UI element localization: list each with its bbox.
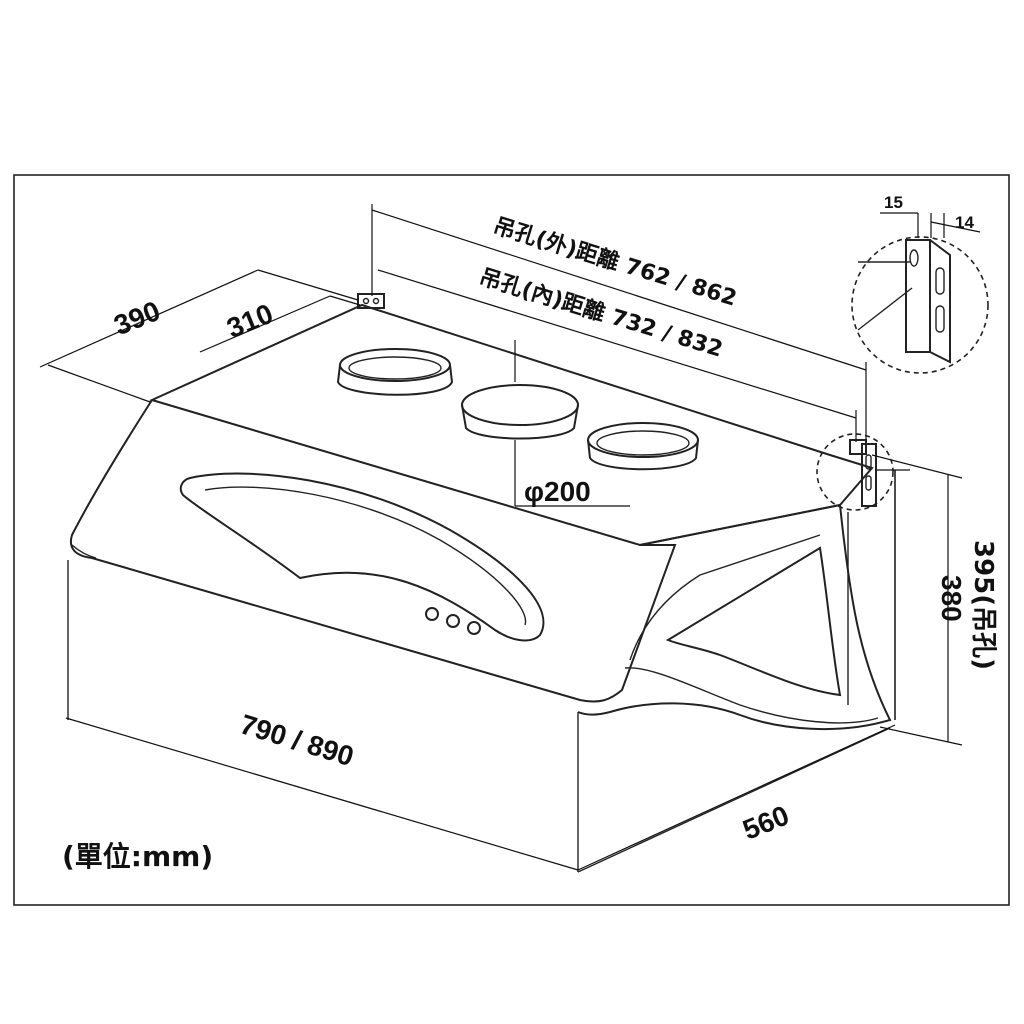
duct-opening-right — [587, 422, 699, 471]
hanger-bracket-left — [357, 293, 385, 309]
detail-dim-14: 14 — [955, 213, 974, 232]
dim-label-depth-inner: 310 — [222, 298, 277, 344]
dim-label-width: 790 / 890 — [237, 708, 358, 772]
detail-dim-15: 15 — [884, 193, 903, 212]
dim-label-height-hanger: 395(吊孔) — [968, 540, 998, 670]
hood-side-panel — [577, 503, 892, 731]
dim-label-height-body: 380 — [936, 575, 967, 622]
hood-lower-body — [67, 470, 896, 872]
bracket-highlight-circle — [816, 433, 894, 511]
hood-swoosh-decoration — [179, 472, 545, 642]
diagram-frame — [13, 174, 1010, 906]
dim-label-depth-bottom: 560 — [738, 799, 793, 845]
dim-label-depth-outer: 390 — [110, 295, 165, 341]
duct-opening-center — [461, 384, 579, 440]
hanger-bracket-right — [849, 439, 877, 507]
hood-side-window — [665, 546, 842, 697]
range-hood-drawing — [67, 303, 896, 873]
control-button-1 — [425, 607, 439, 621]
bracket-detail-view — [851, 212, 989, 374]
dimension-lines — [39, 204, 963, 871]
control-button-3 — [467, 621, 481, 635]
control-button-2 — [446, 614, 460, 628]
hood-front-panel — [70, 399, 677, 703]
duct-openings — [336, 348, 699, 471]
unit-note: (單位:mm) — [62, 840, 213, 873]
dim-label-duct-diameter: φ200 — [524, 476, 591, 507]
duct-opening-left — [336, 348, 454, 396]
